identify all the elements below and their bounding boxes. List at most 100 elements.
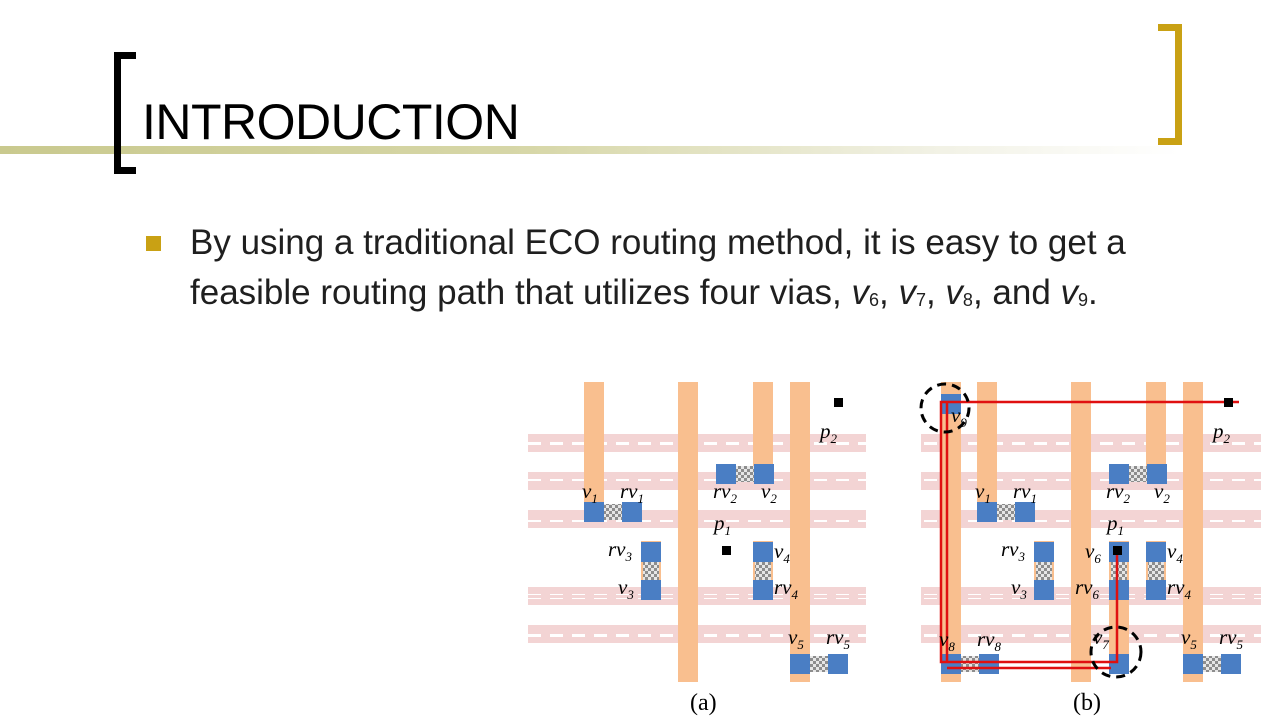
via-checker: [643, 562, 659, 580]
via-v4: [1146, 542, 1166, 562]
label-rv2: rv2: [1106, 479, 1131, 506]
via-v2: [754, 464, 774, 484]
vertical-wire: [584, 382, 604, 516]
pin-p1: [722, 546, 731, 555]
via-rv4: [753, 580, 773, 600]
vertical-wire: [977, 382, 997, 516]
via-checker: [1111, 562, 1127, 580]
via-rv6: [1109, 580, 1129, 600]
via-v1: [977, 502, 997, 522]
via-rv5: [828, 654, 848, 674]
sep-3: , and: [972, 273, 1061, 312]
via-prefix-6: v: [851, 273, 869, 312]
via-v2: [1147, 464, 1167, 484]
pin-p1: [1113, 546, 1122, 555]
label-rv5: rv5: [826, 625, 851, 652]
pin-p2: [1224, 398, 1233, 407]
bullet-text: By using a traditional ECO routing metho…: [190, 218, 1230, 318]
via-rv1: [1015, 502, 1035, 522]
via-rv3: [1034, 542, 1054, 562]
via-checker: [604, 504, 622, 520]
via-rv2: [1109, 464, 1129, 484]
label-v2: v2: [761, 479, 777, 506]
routing-figure: p2 p1 v1 rv1 rv2 v2 rv3 v3 v4 rv4 v5 rv5 (a) p2 p1 v1 rv…: [528, 382, 1261, 716]
label-p2: p2: [1211, 419, 1231, 446]
sep-2: ,: [925, 273, 946, 312]
panel-a: p2 p1 v1 rv1 rv2 v2 rv3 v3 v4 rv4 v5 rv5 (a): [528, 382, 866, 716]
via-checker: [997, 504, 1015, 520]
caption-a: (a): [690, 690, 717, 716]
label-v7: v7: [1093, 625, 1109, 652]
via-prefix-7: v: [898, 273, 916, 312]
label-v9: v9: [951, 403, 967, 430]
via-checker: [736, 466, 754, 482]
label-rv5: rv5: [1219, 625, 1244, 652]
via-checker: [1148, 562, 1164, 580]
vertical-wire: [678, 382, 698, 682]
via-rv5: [1221, 654, 1241, 674]
caption-b: (b): [1073, 690, 1101, 716]
via-checker: [810, 656, 828, 672]
highlight-circle-v7: [1089, 625, 1143, 679]
label-rv8: rv8: [977, 627, 1002, 654]
label-p1: p1: [712, 511, 731, 538]
via-v1: [584, 502, 604, 522]
via-rv2: [716, 464, 736, 484]
via-checker: [1203, 656, 1221, 672]
via-v3: [641, 580, 661, 600]
via-v7: [1109, 654, 1129, 674]
label-v4: v4: [1167, 539, 1183, 566]
via-checker: [755, 562, 771, 580]
label-v3: v3: [1011, 575, 1027, 602]
via-v3: [1034, 580, 1054, 600]
highlight-circle-v9: [919, 382, 971, 434]
label-v6: v6: [1085, 539, 1101, 566]
bullet-text-part1: By using a traditional ECO routing metho…: [190, 223, 1126, 312]
label-rv3: rv3: [1001, 537, 1026, 564]
via-prefix-8: v: [945, 273, 963, 312]
vertical-wire: [753, 382, 773, 482]
via-rv1: [622, 502, 642, 522]
right-bracket-decoration: [1158, 24, 1182, 145]
vertical-wire: [1071, 382, 1091, 682]
label-rv1: rv1: [1013, 479, 1037, 506]
via-sub-7: 7: [915, 290, 926, 310]
label-rv4: rv4: [774, 575, 799, 602]
via-checker: [961, 656, 979, 672]
figure-panels: p2 p1 v1 rv1 rv2 v2 rv3 v3 v4 rv4 v5 rv5 (a) p2 p1 v1 rv…: [528, 382, 1261, 716]
label-v5: v5: [788, 625, 804, 652]
vertical-wire: [1183, 382, 1203, 682]
label-p2: p2: [818, 419, 838, 446]
slide-title: INTRODUCTION: [142, 94, 520, 150]
label-v3: v3: [618, 575, 634, 602]
sep-1: ,: [879, 273, 899, 312]
via-v4: [753, 542, 773, 562]
bullet-end: .: [1088, 273, 1098, 312]
via-rv8: [979, 654, 999, 674]
label-v1: v1: [975, 479, 991, 506]
via-checker: [1036, 562, 1052, 580]
via-rv4: [1146, 580, 1166, 600]
via-rv3: [641, 542, 661, 562]
via-sub-8: 8: [962, 290, 973, 310]
label-v2: v2: [1154, 479, 1170, 506]
label-v8: v8: [939, 627, 955, 654]
label-p1: p1: [1105, 511, 1124, 538]
label-v5: v5: [1181, 625, 1197, 652]
left-bracket-decoration: [114, 52, 136, 174]
via-prefix-9: v: [1060, 273, 1079, 312]
label-v1: v1: [582, 479, 598, 506]
label-rv2: rv2: [713, 479, 738, 506]
vertical-wire: [1146, 382, 1166, 482]
bullet-square-icon: [146, 236, 161, 251]
label-rv3: rv3: [608, 537, 633, 564]
label-rv4: rv4: [1167, 575, 1192, 602]
label-rv1: rv1: [620, 479, 644, 506]
via-v5: [790, 654, 810, 674]
via-sub-6: 6: [868, 290, 879, 310]
via-sub-9: 9: [1078, 290, 1089, 310]
label-v4: v4: [774, 539, 790, 566]
via-v8: [941, 654, 961, 674]
